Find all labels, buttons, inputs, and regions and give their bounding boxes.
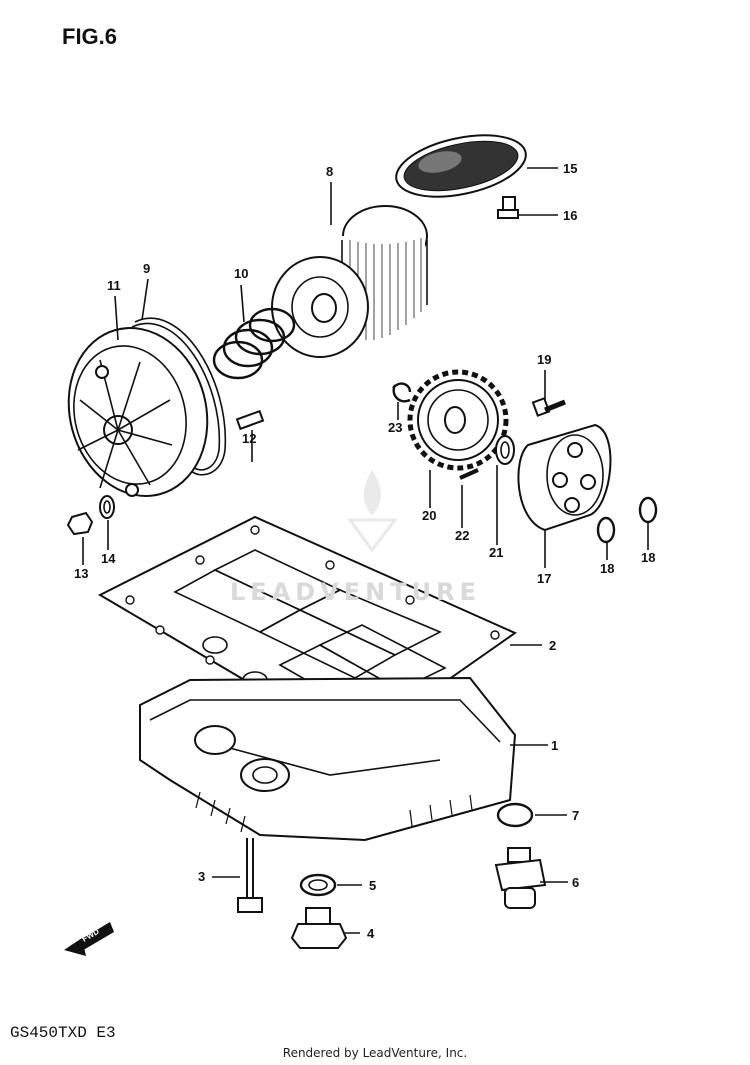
callout-14: 14 [101,551,116,566]
watermark-flame-icon [347,470,399,553]
callout-17: 17 [537,571,551,586]
drain-plug [290,907,348,949]
callout-7: 7 [572,808,579,823]
forward-arrow-icon [64,922,114,956]
callout-15: 15 [563,161,577,176]
gear-pin [459,468,479,480]
callout-18-b: 18 [641,550,655,565]
watermark-text: LEADVENTURE [230,578,481,606]
callout-6: 6 [572,875,579,890]
cover-washer [99,495,115,519]
circlip [392,382,412,403]
callout-16: 16 [563,208,577,223]
pump-o-ring-a [596,516,616,544]
callout-3: 3 [198,869,205,884]
pump-bolt [531,397,566,417]
callout-18-a: 18 [600,561,614,576]
oil-filter [271,205,428,358]
oil-pump-driven-gear [407,369,509,471]
pan-bolt [237,838,263,913]
oil-pressure-switch [494,847,547,909]
callout-5: 5 [369,878,376,893]
callout-1: 1 [551,738,558,753]
oil-pump [517,423,612,532]
callout-9: 9 [143,261,150,276]
callout-21-22: 22 [455,528,469,543]
callout-8: 8 [326,164,333,179]
strainer-screw [497,196,519,219]
pump-o-ring-b [638,496,658,524]
cover-nut [66,511,94,536]
sensor-o-ring [496,802,534,828]
callout-11: 11 [107,278,121,293]
callout-21: 21 [489,545,503,560]
footer-credit: Rendered by LeadVenture, Inc. [282,1046,468,1060]
figure-title: FIG.6 [62,24,118,49]
model-code: GS450TXD E3 [10,1024,116,1042]
callout-19: 19 [537,352,551,367]
drain-plug-gasket [299,873,337,897]
pump-washer [495,435,515,465]
filter-spring [212,307,296,380]
oil-pan [139,676,517,842]
filter-cover-o-ring [131,317,227,476]
oil-strainer [395,134,527,198]
callout-23: 23 [388,420,402,435]
callout-20: 20 [422,508,436,523]
stud-bolt [235,409,265,431]
callout-10: 10 [234,266,248,281]
callout-4: 4 [367,926,375,941]
callout-2: 2 [549,638,556,653]
callout-13: 13 [74,566,88,581]
filter-cover [67,327,209,497]
callout-12: 12 [242,431,256,446]
